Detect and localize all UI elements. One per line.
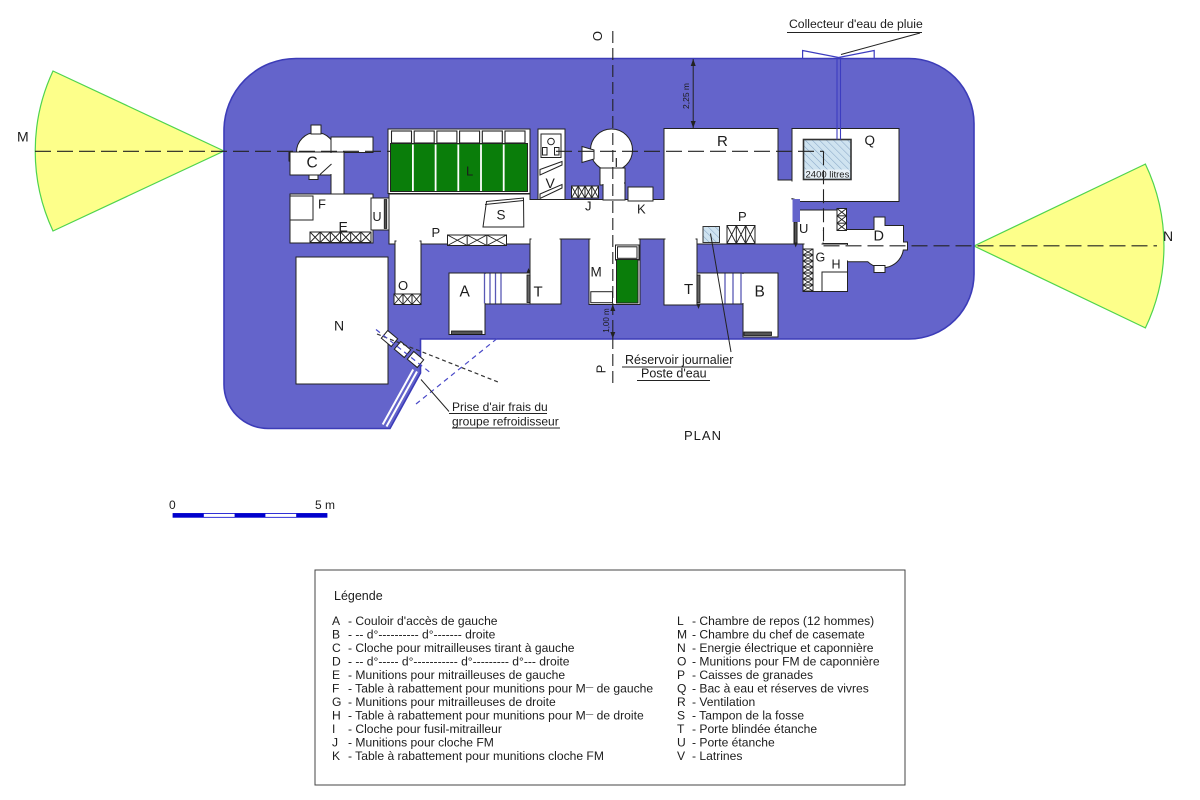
svg-text:2,25 m: 2,25 m xyxy=(681,83,691,109)
svg-text:O: O xyxy=(398,278,408,293)
svg-text:A: A xyxy=(460,284,471,301)
svg-text:- Caisses de granades: - Caisses de granades xyxy=(692,668,813,682)
svg-text:- Couloir d'accès de gauche: - Couloir d'accès de gauche xyxy=(348,614,498,628)
svg-text:H: H xyxy=(832,258,841,272)
svg-text:Q: Q xyxy=(677,682,686,696)
svg-text:Réservoir journalier: Réservoir journalier xyxy=(625,353,733,367)
svg-text:- Table à rabattement pour mun: - Table à rabattement pour munitions pou… xyxy=(348,682,653,696)
svg-text:S: S xyxy=(497,208,506,223)
svg-text:K: K xyxy=(637,202,646,217)
svg-text:- Cloche pour mitrailleuses ti: - Cloche pour mitrailleuses tirant à gau… xyxy=(348,641,575,655)
svg-text:B: B xyxy=(755,284,765,301)
svg-text:Q: Q xyxy=(865,133,876,148)
svg-text:T: T xyxy=(534,284,543,301)
svg-text:P: P xyxy=(677,668,685,682)
svg-text:O: O xyxy=(677,655,686,669)
svg-text:Légende: Légende xyxy=(334,589,383,603)
svg-text:N: N xyxy=(677,641,686,655)
svg-text:E: E xyxy=(339,219,348,235)
svg-text:- Porte blindée étanche: - Porte blindée étanche xyxy=(692,722,817,736)
svg-text:R: R xyxy=(717,133,728,150)
svg-text:O: O xyxy=(590,31,605,41)
svg-text:M: M xyxy=(677,628,687,642)
svg-text:Prise d'air frais du: Prise d'air frais du xyxy=(452,400,548,414)
svg-text:T: T xyxy=(684,281,693,298)
svg-text:D: D xyxy=(874,229,884,245)
svg-text:V: V xyxy=(677,749,686,763)
svg-text:- Latrines: - Latrines xyxy=(692,749,742,763)
svg-text:T: T xyxy=(677,722,685,736)
svg-text:- Munitions pour mitrailleuses: - Munitions pour mitrailleuses de droite xyxy=(348,695,556,709)
svg-text:U: U xyxy=(799,221,808,236)
svg-text:- Table à rabattement pour mun: - Table à rabattement pour munitions clo… xyxy=(348,749,604,763)
svg-text:V: V xyxy=(546,175,556,191)
svg-text:- Table à rabattement pour mun: - Table à rabattement pour munitions pou… xyxy=(348,709,644,723)
svg-text:2400 litres: 2400 litres xyxy=(806,170,850,181)
svg-text:E: E xyxy=(332,668,340,682)
svg-text:P: P xyxy=(432,225,441,240)
svg-text:PLAN: PLAN xyxy=(684,428,722,443)
svg-text:S: S xyxy=(677,709,685,723)
svg-text:- Porte étanche: - Porte étanche xyxy=(692,736,775,750)
svg-text:I: I xyxy=(332,722,335,736)
svg-text:M: M xyxy=(17,129,29,145)
svg-text:L: L xyxy=(677,614,684,628)
svg-text:J: J xyxy=(332,736,338,750)
svg-text:B: B xyxy=(332,628,340,642)
svg-text:H: H xyxy=(332,709,341,723)
svg-text:- Energie électrique et caponn: - Energie électrique et caponnière xyxy=(692,641,874,655)
svg-text:1,00 m: 1,00 m xyxy=(602,308,611,333)
svg-text:L: L xyxy=(466,164,473,179)
svg-text:Poste d'eau: Poste d'eau xyxy=(641,367,707,381)
svg-text:N: N xyxy=(1163,228,1173,244)
svg-text:- Tampon de la fosse: - Tampon de la fosse xyxy=(692,709,804,723)
svg-text:- -- d°----- d°----------- d°-: - -- d°----- d°----------- d°--------- d… xyxy=(348,655,570,669)
svg-text:C: C xyxy=(332,641,341,655)
svg-text:R: R xyxy=(677,695,686,709)
svg-text:- Chambre du chef de casemate: - Chambre du chef de casemate xyxy=(692,628,865,642)
svg-text:I: I xyxy=(615,155,619,170)
svg-text:- Munitions pour cloche FM: - Munitions pour cloche FM xyxy=(348,736,494,750)
svg-text:- Ventilation: - Ventilation xyxy=(692,695,755,709)
svg-text:G: G xyxy=(816,251,826,265)
svg-text:- Munitions pour mitrailleuses: - Munitions pour mitrailleuses de gauche xyxy=(348,668,565,682)
svg-text:F: F xyxy=(332,682,339,696)
svg-text:- -- d°---------- d°------- dr: - -- d°---------- d°------- droite xyxy=(348,628,496,642)
svg-text:U: U xyxy=(373,210,382,224)
svg-text:- Cloche pour fusil-mitrailleu: - Cloche pour fusil-mitrailleur xyxy=(348,722,502,736)
svg-text:M: M xyxy=(591,265,602,280)
svg-text:N: N xyxy=(334,318,344,334)
svg-text:- Bac à eau et réserves de viv: - Bac à eau et réserves de vivres xyxy=(692,682,869,696)
svg-text:G: G xyxy=(332,695,341,709)
svg-text:groupe refroidisseur: groupe refroidisseur xyxy=(452,415,559,429)
svg-text:U: U xyxy=(677,736,686,750)
svg-text:C: C xyxy=(307,155,318,172)
svg-text:- Munitions pour FM de caponni: - Munitions pour FM de caponnière xyxy=(692,655,880,669)
svg-text:5 m: 5 m xyxy=(315,498,335,512)
svg-text:J: J xyxy=(585,199,592,214)
svg-text:Collecteur d'eau de pluie: Collecteur d'eau de pluie xyxy=(789,17,923,31)
svg-text:- Chambre de repos (12 hommes): - Chambre de repos (12 hommes) xyxy=(692,614,874,628)
svg-text:P: P xyxy=(594,365,609,374)
svg-text:D: D xyxy=(332,655,341,669)
svg-text:K: K xyxy=(332,749,340,763)
svg-text:F: F xyxy=(318,197,326,212)
svg-text:A: A xyxy=(332,614,341,628)
svg-text:P: P xyxy=(738,209,747,224)
svg-text:0: 0 xyxy=(169,498,176,512)
